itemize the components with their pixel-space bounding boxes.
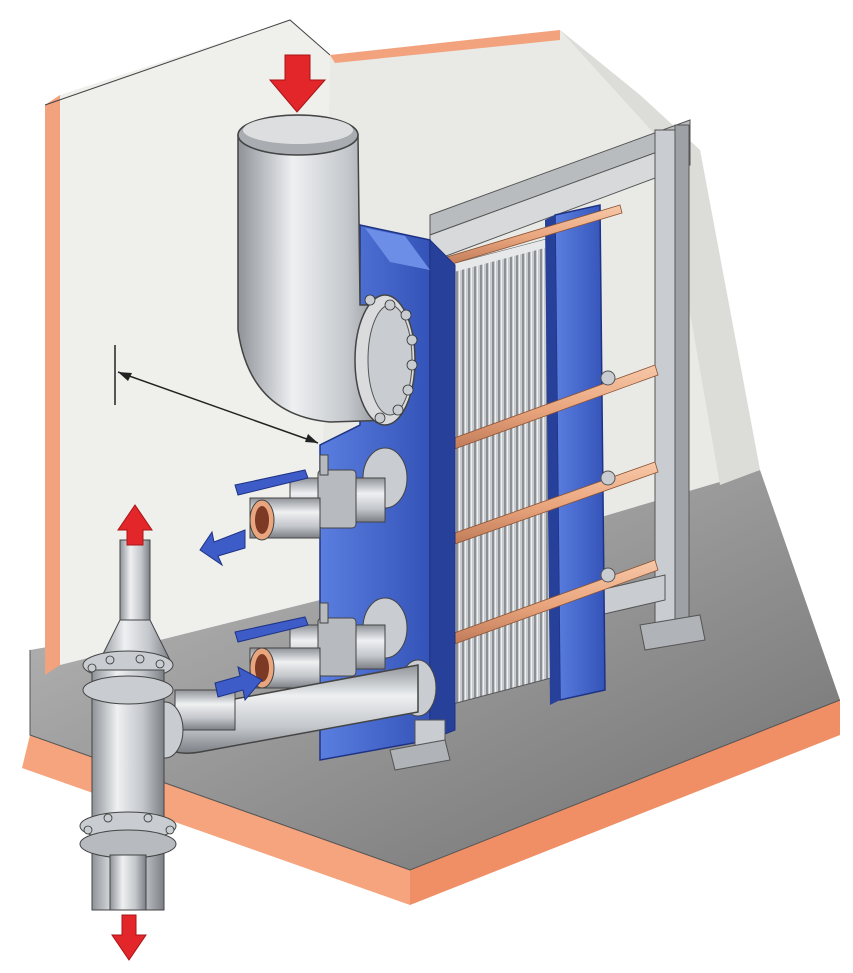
clearance-dimension-line xyxy=(114,345,319,444)
flow-in-arrow-icon xyxy=(268,54,327,113)
vertical-pipe xyxy=(79,539,177,911)
inlet-pipe xyxy=(237,114,418,426)
pressure-plate xyxy=(545,204,606,705)
flow-out-bottom-arrow-icon xyxy=(111,914,147,961)
flow-side-out-arrow-icon xyxy=(199,529,246,567)
flow-side-in-arrow-icon xyxy=(214,666,263,702)
support-frame xyxy=(429,119,706,651)
lower-valve-assembly xyxy=(234,597,408,689)
upper-valve-assembly xyxy=(234,447,408,541)
flow-out-top-arrow-icon xyxy=(117,504,153,546)
